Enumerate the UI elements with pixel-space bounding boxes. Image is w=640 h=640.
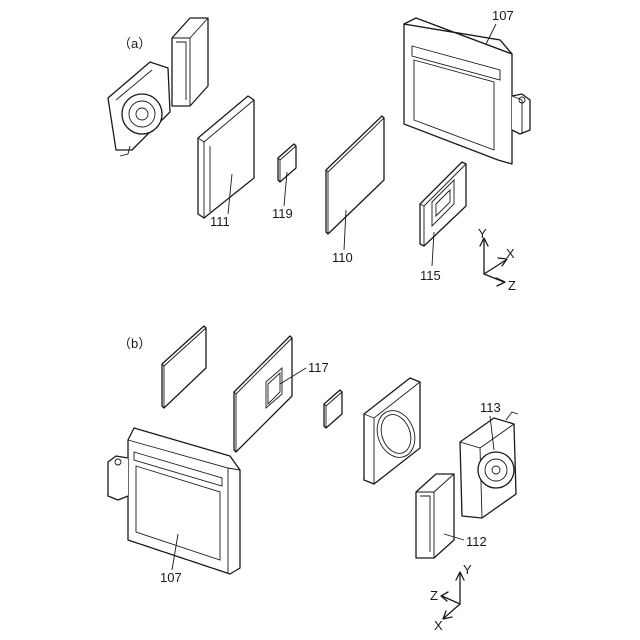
blower-fan-113 bbox=[460, 412, 518, 518]
duct-112 bbox=[416, 474, 454, 558]
axes-a bbox=[480, 238, 507, 286]
axis-b-x: X bbox=[434, 618, 443, 633]
plate-110 bbox=[326, 116, 384, 234]
duct-a bbox=[172, 18, 208, 106]
label-112: 112 bbox=[466, 534, 487, 549]
blower-fan-a bbox=[108, 62, 170, 156]
axis-a-z: Z bbox=[508, 278, 516, 293]
panel-a-label: （a） bbox=[118, 36, 151, 51]
housing-107-a bbox=[404, 18, 530, 164]
plate-117 bbox=[234, 336, 292, 452]
label-107-b: 107 bbox=[160, 570, 182, 585]
axis-a-x: X bbox=[506, 246, 515, 261]
plate-b-left bbox=[162, 326, 206, 408]
axis-a-y: Y bbox=[478, 226, 487, 241]
housing-107-b bbox=[108, 428, 240, 574]
label-111: 111 bbox=[210, 214, 230, 229]
axis-b-y: Y bbox=[463, 562, 472, 577]
frame-115 bbox=[420, 162, 466, 246]
label-110: 110 bbox=[332, 250, 353, 265]
label-107-a: 107 bbox=[492, 8, 514, 23]
heat-sink-111 bbox=[198, 96, 254, 218]
label-119: 119 bbox=[272, 206, 293, 221]
label-113: 113 bbox=[480, 400, 501, 415]
axes-b bbox=[441, 572, 464, 619]
label-115: 115 bbox=[420, 268, 441, 283]
axis-b-z: Z bbox=[430, 588, 438, 603]
label-117: 117 bbox=[308, 360, 329, 375]
lens-holder-b bbox=[364, 378, 421, 484]
chip-b bbox=[324, 390, 342, 428]
panel-b-label: （b） bbox=[118, 336, 151, 351]
